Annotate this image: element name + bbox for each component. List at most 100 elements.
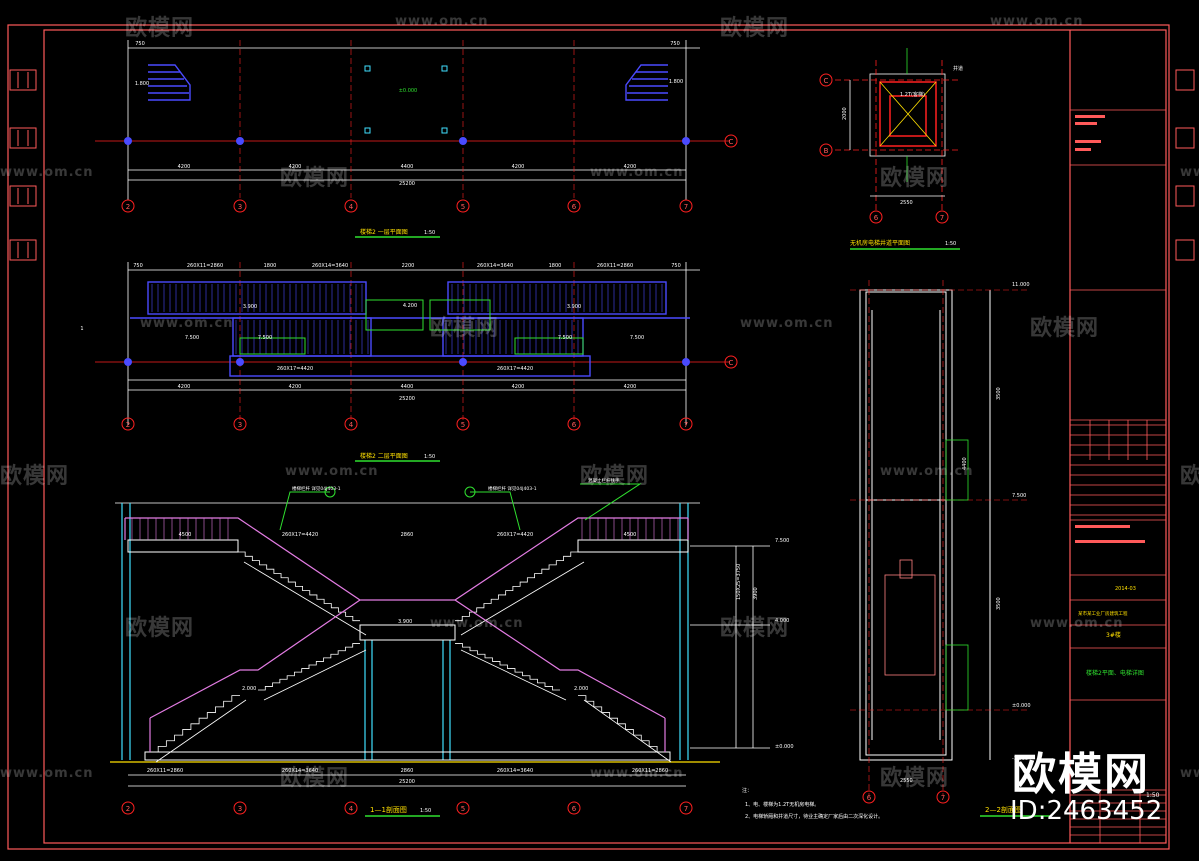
sec11-top-dim: 2860 <box>401 532 414 538</box>
plan2-dim: 4200 <box>512 384 525 390</box>
plan2-axis-6: 6 <box>572 421 577 429</box>
plan2-top-dim: 750 <box>671 263 681 269</box>
plan1-axis-bubbles <box>121 134 738 213</box>
plan2-bottom-dim: 260X17=4420 <box>277 366 313 372</box>
plan2-top-dim: 260X11=2860 <box>597 263 633 269</box>
plan2-bottom-dim: 260X17=4420 <box>497 366 533 372</box>
plan2-axis-4: 4 <box>349 421 354 429</box>
section11-view: 7.500 4.000 ±0.000 3.900 2.000 2.000 楼梯栏… <box>110 477 794 817</box>
plan1-axis-6: 6 <box>572 203 577 211</box>
plan2-dim: 4200 <box>178 384 191 390</box>
sec11-callout: 楼梯栏杆 详见04J403-1 <box>488 485 537 492</box>
notes-block: 注： 1、电、楼梯为1.2T无机房电梯。 2、电梯轿厢和井道尺寸，待业主确定厂家… <box>742 787 883 820</box>
sec11-bottom-dim: 2860 <box>401 768 414 774</box>
tb-building: 3#楼 <box>1106 631 1121 639</box>
sec11-bottom-dim: 260X11=2860 <box>147 768 183 774</box>
plan2-lower-level: 7.500 <box>558 335 572 341</box>
plan2-scale: 1:50 <box>424 454 435 460</box>
sec22-dim: 3500 <box>996 597 1002 610</box>
elev-row-c: C <box>824 77 829 85</box>
sec11-bottom-dim: 260X11=2860 <box>632 768 668 774</box>
plan1-front-dim: 750 <box>135 41 145 47</box>
plan1-axis-2: 2 <box>126 203 130 211</box>
plan2-level: 3.900 <box>243 304 257 310</box>
sec22-dim: 3500 <box>996 387 1002 400</box>
plan2-view: 2 3 4 5 6 7 C 750 260X11=2860 1800 260X1… <box>80 262 738 462</box>
tb-date: 2014-03 <box>1115 586 1136 592</box>
plan2-row-c: C <box>729 359 734 367</box>
plan1-dim: 4200 <box>512 164 525 170</box>
plan2-top-dim: 260X11=2860 <box>187 263 223 269</box>
elev-dim: 2000 <box>842 107 848 120</box>
sec11-axis-4: 4 <box>349 805 354 813</box>
sec11-level-base: ±0.000 <box>775 744 794 750</box>
binding-strip-right <box>1175 69 1195 261</box>
plan1-dim: 4200 <box>178 164 191 170</box>
plan2-lower-level: 7.500 <box>258 335 272 341</box>
plan2-section-mark: 1 <box>80 326 83 332</box>
elev-cab-label: 1.2T(客梯) <box>900 91 925 98</box>
plan1-level: ±0.000 <box>399 88 418 94</box>
plan1-view: 2 3 4 5 6 7 C 4200 4200 4400 4200 4200 2… <box>95 40 738 238</box>
sec22-level: -1.500 <box>1012 756 1028 762</box>
sheet-frame <box>7 24 1170 850</box>
plan1-row-c: C <box>729 138 734 146</box>
plan2-title: 楼梯2 二层平面图 1:50 <box>355 452 440 462</box>
sec11-level-mid: 4.000 <box>775 618 789 624</box>
sec22-title-text: 2—2剖面图 <box>985 805 1022 814</box>
elev-axis-6: 6 <box>874 214 879 222</box>
sec11-callout: 楼梯栏杆 详见04J403-1 <box>292 485 341 492</box>
sec11-axis-7: 7 <box>684 805 688 813</box>
notes-title: 注： <box>742 787 752 794</box>
sec11-bottom-dim: 260X14=3640 <box>282 768 318 774</box>
title-block <box>1070 109 1166 843</box>
plan2-dim: 4200 <box>289 384 302 390</box>
sec11-level-inner: 2.000 <box>574 686 588 692</box>
sec22-axis-6: 6 <box>867 794 872 802</box>
plan2-lower-level: 7.500 <box>630 335 644 341</box>
plan1-title-text: 楼梯2 一层平面图 <box>360 228 408 236</box>
sec11-top-dim: 260X17=4420 <box>282 532 318 538</box>
tb-scale: 1:50 <box>1146 792 1160 799</box>
plan1-axis-3: 3 <box>238 203 242 211</box>
title-block-text: 2014-03 某市某工业厂房建筑工程 3#楼 楼梯2平面、电梯详图 1:50 <box>1075 115 1160 799</box>
plan2-top-dim: 1800 <box>549 263 562 269</box>
notes-line: 2、电梯轿厢和井道尺寸，待业主确定厂家后由二次深化设计。 <box>745 813 883 820</box>
plan1-dim: 4200 <box>289 164 302 170</box>
sec22-level: 7.500 <box>1012 493 1026 499</box>
elev-axis-7: 7 <box>940 214 944 222</box>
sec11-axis-5: 5 <box>461 805 465 813</box>
plan2-dim: 4400 <box>401 384 414 390</box>
sec22-level: ±0.000 <box>1012 703 1031 709</box>
plan1-right-mark: 1.800 <box>669 79 683 85</box>
brand-logo-text: 欧模网 <box>1012 749 1150 800</box>
plan1-scale: 1:50 <box>424 230 435 236</box>
sec11-callout: 混凝土栏杆扶手 <box>588 477 620 484</box>
plan2-top-dim: 260X14=3640 <box>312 263 348 269</box>
plan1-axis-7: 7 <box>684 203 688 211</box>
elevator-plan-view: C B 6 7 1.2T(客梯) 井道 2550 2000 无机房电梯井道平面图… <box>819 48 963 250</box>
plan1-axis-4: 4 <box>349 203 354 211</box>
elev-title: 无机房电梯井道平面图 1:50 <box>850 239 960 250</box>
plan1-front-dim: 750 <box>670 41 680 47</box>
tb-drawing: 楼梯2平面、电梯详图 <box>1086 669 1144 677</box>
plan2-level: 4.200 <box>403 303 417 309</box>
tb-project: 某市某工业厂房建筑工程 <box>1078 610 1128 617</box>
section22-view: 11.000 7.500 ±0.000 -1.500 3500 3500 440… <box>850 280 1050 817</box>
elev-row-b: B <box>824 147 829 155</box>
plan1-dim: 4200 <box>624 164 637 170</box>
sec11-bottom-dim: 260X14=3640 <box>497 768 533 774</box>
sec11-title-text: 1—1剖面图 <box>370 805 407 814</box>
elev-title-text: 无机房电梯井道平面图 <box>850 239 910 247</box>
sec22-dim: 2550 <box>900 778 913 784</box>
plan2-total: 25200 <box>399 396 415 402</box>
plan2-level: 3.900 <box>567 304 581 310</box>
sec11-top-dim: 4500 <box>624 532 637 538</box>
sec11-axis-6: 6 <box>572 805 577 813</box>
sec11-title: 1—1剖面图 1:50 <box>365 805 440 817</box>
sec11-level-inner: 3.900 <box>398 619 412 625</box>
sec11-axis-2: 2 <box>126 805 130 813</box>
sec11-level-inner: 2.000 <box>242 686 256 692</box>
plan2-axis-7: 7 <box>684 421 688 429</box>
